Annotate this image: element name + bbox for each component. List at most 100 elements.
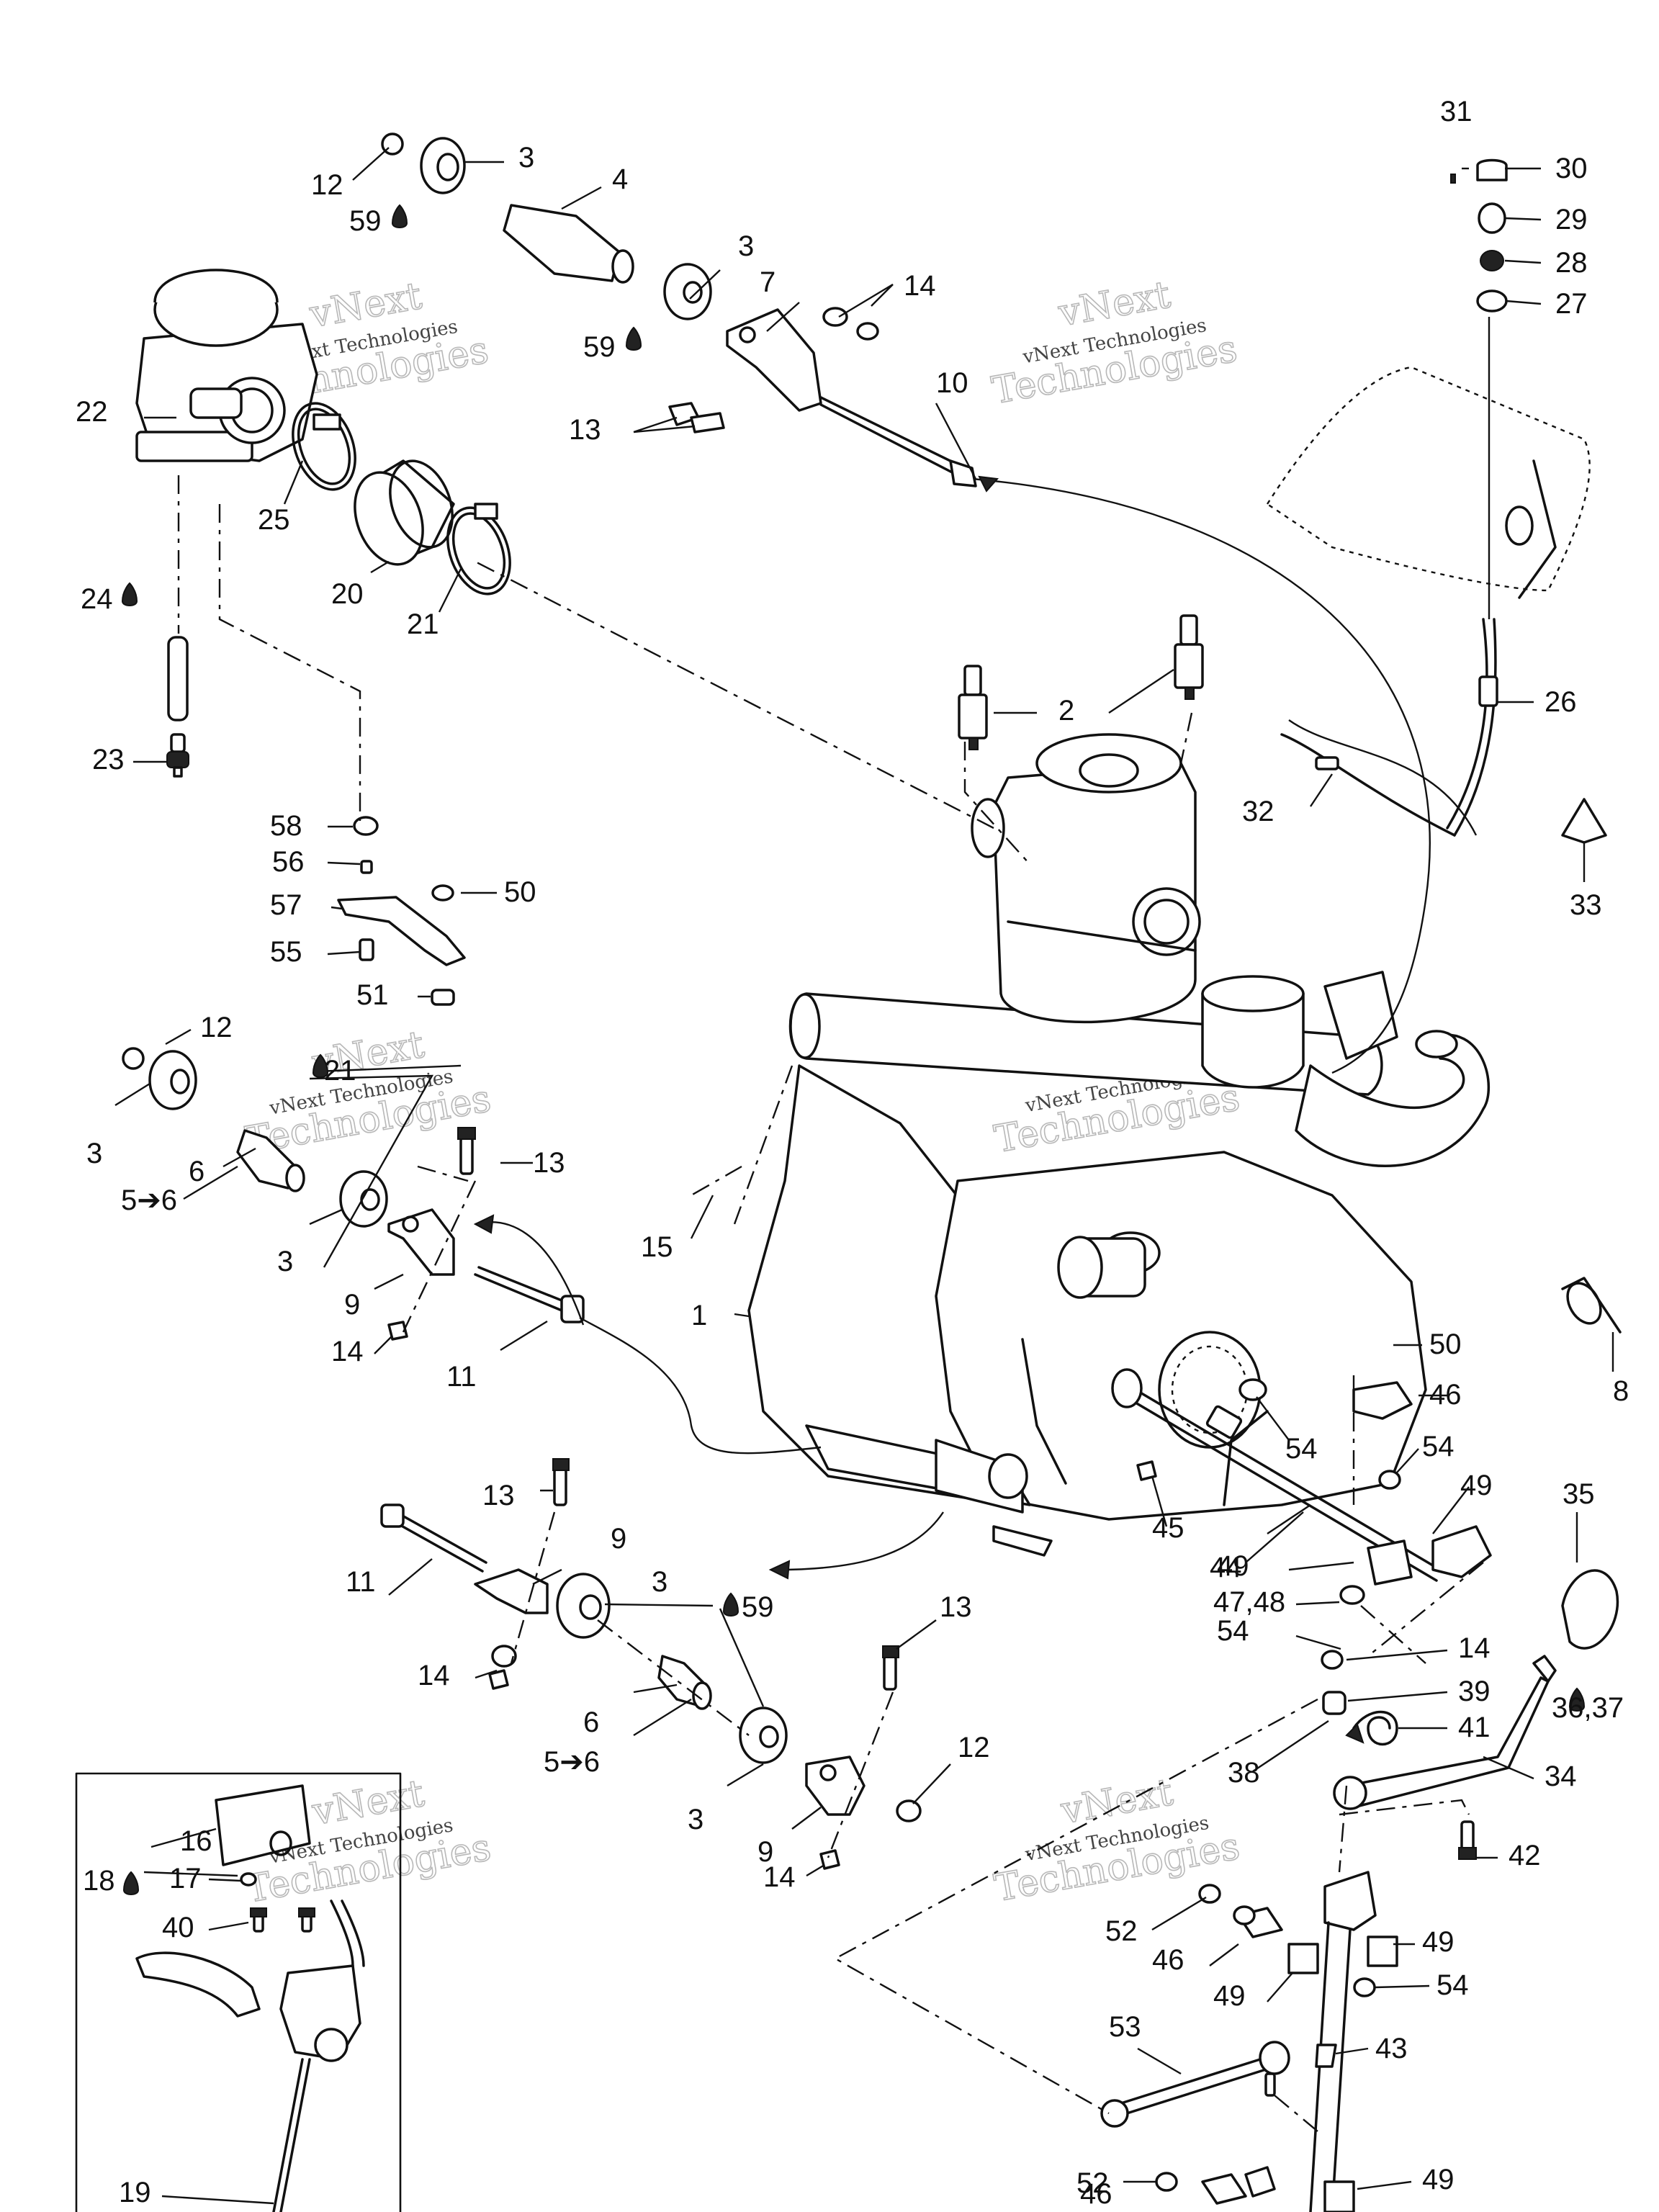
callout-c49a: 49 [1460,1470,1493,1501]
leader-lines [114,147,1614,2205]
bottom-bracket-parts [1155,2166,1355,2212]
callout-c12a: 12 [311,169,343,201]
callout-c30: 30 [1555,153,1588,184]
callout-c32: 32 [1242,796,1274,827]
drop-icon [722,1592,739,1617]
callout-c9b: 9 [611,1523,626,1555]
bracket-stack [337,816,466,1006]
drop-icon [391,204,408,228]
callout-c31: 31 [1440,96,1473,127]
callout-c3b: 3 [738,230,754,262]
lower-mid-linkage [380,1458,922,1870]
callout-c49c: 49 [1422,1926,1455,1958]
tie-strap-8 [1561,1277,1622,1334]
assembly-lines [177,475,1484,2132]
drop-icon [121,582,138,606]
callout-c53: 53 [1109,2011,1141,2043]
callout-c56: 56 [272,846,305,878]
callout-c27: 27 [1555,288,1588,320]
callout-c13b: 13 [533,1147,565,1179]
callout-c11b: 11 [346,1566,376,1598]
callout-c54b: 54 [1422,1431,1455,1462]
callout-c7: 7 [760,266,775,298]
callout-c40: 40 [162,1912,194,1943]
callout-c59a: 59 [349,205,382,237]
callout-c24: 24 [81,583,113,615]
callout-c46a: 46 [1429,1379,1462,1411]
callout-c22: 22 [76,396,108,428]
lubricant-drop-icons [121,204,1586,1895]
callout-c56b: 5➔6 [544,1746,600,1778]
callout-c54c: 54 [1217,1615,1249,1647]
lower-shaft-43 [1198,1871,1398,2212]
callout-c45: 45 [1152,1512,1184,1544]
callout-c33: 33 [1570,889,1602,921]
callout-c14d: 14 [763,1861,796,1893]
callout-c35: 35 [1563,1478,1595,1510]
cable-26 [1446,618,1498,837]
drop-icon [122,1871,140,1895]
callout-c13a: 13 [569,414,601,446]
callout-c9c: 9 [757,1836,773,1868]
callout-c8: 8 [1613,1375,1629,1407]
callout-c59b: 59 [583,331,616,363]
callout-c58: 58 [270,810,302,842]
watermark-top-right: vNext vNext Technologies Technologies [988,273,1241,414]
mid-left-linkage [122,1047,585,1341]
callout-c16: 16 [180,1825,212,1857]
callout-c11a: 11 [446,1361,477,1393]
callout-c56a: 5➔6 [121,1184,177,1216]
callout-c51: 51 [356,979,389,1011]
callout-c3e: 3 [652,1566,667,1598]
shift-knob-35 [1561,1569,1619,1650]
callout-c25: 25 [258,504,290,536]
callout-c12c: 12 [958,1732,990,1763]
callout-c2: 2 [1058,695,1074,727]
inset-box [75,1772,402,2212]
callout-c3a: 3 [518,142,534,174]
callout-c42: 42 [1509,1840,1541,1871]
shift-lever-34 [1333,1655,1557,1810]
shift-lever-parts-38-42 [1321,1650,1477,1860]
callout-c21a: 21 [324,1055,356,1087]
drain-plug-23 [166,733,189,778]
heat-shield [1266,366,1591,599]
callout-c46c: 46 [1080,2178,1112,2210]
spark-plug-right [1174,614,1204,700]
callout-c46b: 46 [1152,1944,1184,1976]
callout-c23: 23 [92,744,125,775]
callout-c41: 41 [1458,1712,1491,1743]
callout-c3d: 3 [277,1246,293,1277]
callout-c29: 29 [1555,204,1588,235]
callout-c4748: 47,48 [1213,1586,1285,1618]
drop-icon [625,326,642,351]
callout-c18: 18 [83,1865,115,1897]
callout-c13c: 13 [482,1480,515,1511]
callout-c54a: 54 [1285,1433,1318,1465]
carburetor [135,269,318,462]
callout-c52b: 52 [1076,2167,1109,2199]
callout-c39: 39 [1458,1676,1491,1707]
callout-c44: 44 [1210,1552,1242,1583]
shift-shaft-44 [1111,1368,1492,1605]
callout-c4: 4 [612,163,628,195]
stacked-parts-27-31 [1450,158,1508,619]
top-shift-linkage [381,132,977,487]
callout-c14b: 14 [331,1336,364,1367]
callout-c3c: 3 [86,1138,102,1169]
callout-c55: 55 [270,936,302,968]
tie-rod-53 [1100,2041,1290,2128]
drop-icon [1568,1687,1586,1712]
callout-c49e: 49 [1422,2164,1455,2195]
clamp-21-top [446,503,511,595]
callout-c49b: 49 [1217,1550,1249,1582]
callout-c26: 26 [1545,686,1577,718]
callout-c9a: 9 [344,1289,360,1321]
callout-c50b: 50 [1429,1328,1462,1360]
spark-plug-left [958,665,988,750]
callout-c6b: 6 [583,1707,599,1738]
callout-c1: 1 [691,1300,707,1331]
callout-c14e: 14 [1458,1632,1491,1664]
callout-c14a: 14 [904,270,936,302]
